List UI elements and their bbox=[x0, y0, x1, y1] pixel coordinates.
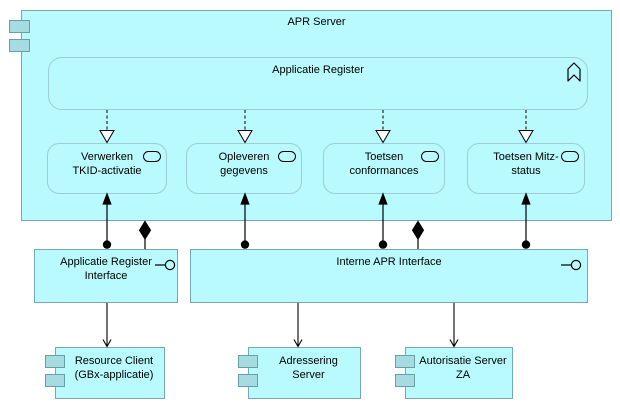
component-icon bbox=[45, 374, 65, 387]
node-resource-client: Resource Client (GBx-applicatie) bbox=[55, 347, 165, 399]
service-label-line1: Toetsen bbox=[364, 151, 404, 163]
component-label-line1: Adressering bbox=[279, 355, 338, 367]
service-label: Opleveren gegevens bbox=[187, 150, 301, 178]
component-icon bbox=[238, 374, 258, 387]
interface-label: Interne APR Interface bbox=[336, 256, 442, 268]
interface-label-line2: Interface bbox=[84, 270, 128, 282]
component-icon bbox=[45, 355, 65, 368]
node-service-opleveren: Opleveren gegevens bbox=[186, 143, 302, 194]
lollipop-interface-icon bbox=[155, 259, 176, 271]
serving-connector bbox=[102, 303, 459, 348]
component-label: Adressering Server bbox=[249, 354, 360, 382]
apr-server-label: APR Server bbox=[287, 16, 346, 28]
service-oval-icon bbox=[421, 151, 439, 162]
component-label-line1: Autorisatie Server bbox=[419, 355, 507, 367]
node-adressering-server: Adressering Server bbox=[248, 347, 361, 399]
node-service-verwerken-tkid: Verwerken TKID-activatie bbox=[47, 143, 167, 194]
component-label-line2: Server bbox=[292, 369, 325, 381]
node-service-toetsen-conformances: Toetsen conformances bbox=[323, 143, 445, 194]
component-icon bbox=[395, 355, 415, 368]
service-label-line2: TKID-activatie bbox=[72, 165, 142, 177]
component-icon bbox=[9, 39, 30, 52]
service-oval-icon bbox=[561, 151, 579, 162]
component-label: Autorisatie Server ZA bbox=[406, 354, 512, 382]
interface-label: Applicatie Register Interface bbox=[35, 255, 177, 283]
service-oval-icon bbox=[278, 151, 296, 162]
component-icon bbox=[395, 374, 415, 387]
service-oval-icon bbox=[143, 151, 161, 162]
service-label-line1: Toetsen Mitz- bbox=[493, 151, 559, 163]
component-label: Resource Client (GBx-applicatie) bbox=[56, 354, 164, 382]
service-label: Toetsen conformances bbox=[324, 150, 444, 178]
service-label-line2: conformances bbox=[349, 165, 419, 177]
service-label-line2: status bbox=[511, 165, 541, 177]
function-chevron-icon bbox=[567, 62, 581, 82]
service-label-line2: gegevens bbox=[220, 165, 268, 177]
interface-label-line1: Applicatie Register bbox=[60, 256, 152, 268]
lollipop-interface-icon bbox=[561, 259, 582, 271]
node-interne-apr-interface: Interne APR Interface bbox=[190, 249, 588, 303]
applicatie-register-label: Applicatie Register bbox=[272, 64, 364, 76]
service-label-line1: Verwerken bbox=[81, 151, 133, 163]
component-icon bbox=[238, 355, 258, 368]
composition-connector bbox=[138, 220, 425, 249]
component-label-line1: Resource Client bbox=[74, 355, 154, 367]
node-applicatie-register-interface: Applicatie Register Interface bbox=[34, 249, 178, 303]
service-label-line1: Opleveren bbox=[218, 151, 270, 163]
component-label-line2: (GBx-applicatie) bbox=[74, 369, 154, 381]
service-label: Toetsen Mitz- status bbox=[468, 150, 584, 178]
component-label-line2: ZA bbox=[455, 369, 471, 381]
service-label: Verwerken TKID-activatie bbox=[48, 150, 166, 178]
component-icon bbox=[9, 20, 30, 33]
node-service-toetsen-mitz: Toetsen Mitz- status bbox=[467, 143, 585, 194]
node-autorisatie-server-za: Autorisatie Server ZA bbox=[405, 347, 513, 399]
node-applicatie-register: Applicatie Register bbox=[48, 57, 588, 110]
